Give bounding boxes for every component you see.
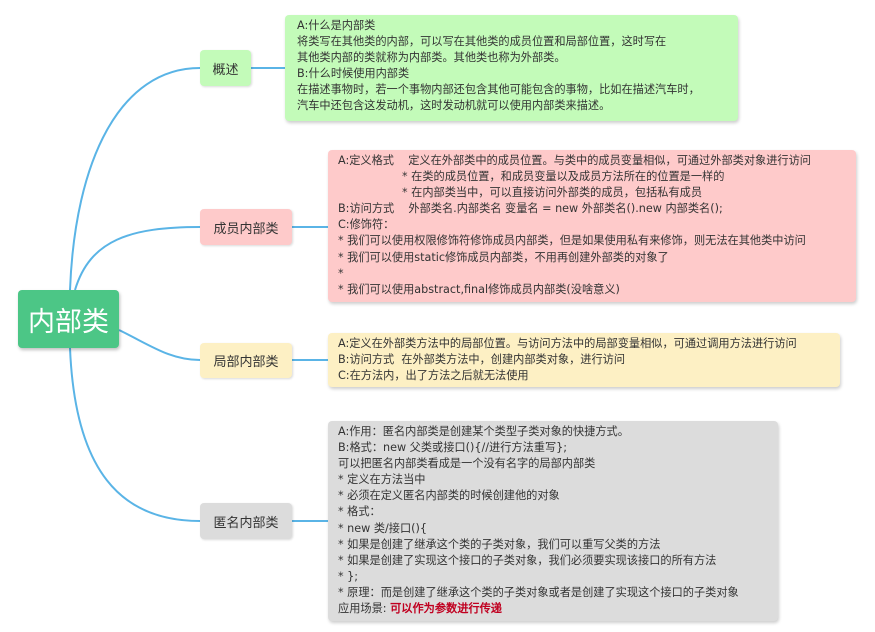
note-line: * 原理：而是创建了继承这个类的子类对象或者是创建了实现这个接口的子类对象 xyxy=(338,585,739,599)
note-line: * 我们可以使用权限修饰符修饰成员内部类，但是如果使用私有来修饰，则无法在其他类… xyxy=(338,234,806,248)
note-line: 汽车中还包含这发动机，这时发动机就可以使用内部类来描述。 xyxy=(297,99,611,113)
note-line: * 在类的成员位置，和成员变量以及成员方法所在的位置是一样的 xyxy=(338,170,725,184)
note-line: * 如果是创建了实现这个接口的子类对象，我们必须要实现该接口的所有方法 xyxy=(338,553,717,567)
note-overview[interactable]: A:什么是内部类将类写在其他类的内部，可以写在其他类的成员位置和局部位置，这时写… xyxy=(285,15,738,121)
note-line: * 我们可以使用static修饰成员内部类，不用再创建外部类的对象了 xyxy=(338,250,669,264)
note-local-inner-class[interactable]: A:定义在外部类方法中的局部位置。与访问方法中的局部变量相似，可通过调用方法进行… xyxy=(328,333,840,388)
connector-local xyxy=(118,329,201,361)
note-line: A:定义格式 定义在外部类中的成员位置。与类中的成员变量相似，可通过外部类对象进… xyxy=(338,154,811,167)
note-line: * 如果是创建了继承这个类的子类对象，我们可以重写父类的方法 xyxy=(338,537,661,551)
note-line-scene: 应用场景: 可以作为参数进行传递 xyxy=(338,601,768,617)
note-line: 其他类内部的类就称为内部类。其他类也称为外部类。 xyxy=(297,51,566,65)
note-line: C:在方法内，出了方法之后就无法使用 xyxy=(338,369,529,383)
note-line: B:访问方式 在外部类方法中，创建内部类对象，进行访问 xyxy=(338,353,626,367)
note-line: * 必须在定义匿名内部类的时候创建他的对象 xyxy=(338,489,560,503)
note-line: B:格式：new 父类或接口(){//进行方法重写}; xyxy=(338,441,568,455)
scene-value: 可以作为参数进行传递 xyxy=(390,602,502,616)
note-line: A:作用：匿名内部类是创建某个类型子类对象的快捷方式。 xyxy=(338,425,629,438)
note-line: 可以把匿名内部类看成是一个没有名字的局部内部类 xyxy=(338,457,596,471)
note-line: * xyxy=(338,266,344,280)
note-line: * }; xyxy=(338,569,359,583)
topic-anonymous-inner-class[interactable]: 匿名内部类 xyxy=(200,503,292,539)
connector-anon xyxy=(69,347,201,522)
scene-label: 应用场景: xyxy=(338,602,391,616)
note-line: B:什么时候使用内部类 xyxy=(297,67,410,81)
note-line: 在描述事物时，若一个事物内部还包含其他可能包含的事物，比如在描述汽车时， xyxy=(297,83,700,97)
connector-overview xyxy=(69,67,201,291)
note-line: * 格式： xyxy=(338,505,381,519)
root-topic[interactable]: 内部类 xyxy=(18,290,119,348)
topic-member-inner-class[interactable]: 成员内部类 xyxy=(200,209,292,245)
note-member-inner-class[interactable]: A:定义格式 定义在外部类中的成员位置。与类中的成员变量相似，可通过外部类对象进… xyxy=(328,150,856,302)
note-line: B:访问方式 外部类名.内部类名 变量名 = new 外部类名().new 内部… xyxy=(338,202,723,216)
note-line: A:什么是内部类 xyxy=(297,19,376,32)
connector-member xyxy=(74,226,201,291)
note-line: * 定义在方法当中 xyxy=(338,473,426,487)
note-line: * 在内部类当中，可以直接访问外部类的成员，包括私有成员 xyxy=(338,186,703,200)
topic-overview[interactable]: 概述 xyxy=(200,50,251,86)
note-line: A:定义在外部类方法中的局部位置。与访问方法中的局部变量相似，可通过调用方法进行… xyxy=(338,337,797,350)
note-line: C:修饰符： xyxy=(338,218,395,232)
note-line: * new 类/接口(){ xyxy=(338,521,428,535)
topic-local-inner-class[interactable]: 局部内部类 xyxy=(200,343,292,378)
note-line: 将类写在其他类的内部，可以写在其他类的成员位置和局部位置，这时写在 xyxy=(297,35,667,49)
note-anonymous-inner-class[interactable]: A:作用：匿名内部类是创建某个类型子类对象的快捷方式。 B:格式：new 父类或接… xyxy=(328,421,778,621)
note-line: * 我们可以使用abstract,final修饰成员内部类(没啥意义) xyxy=(338,282,620,296)
